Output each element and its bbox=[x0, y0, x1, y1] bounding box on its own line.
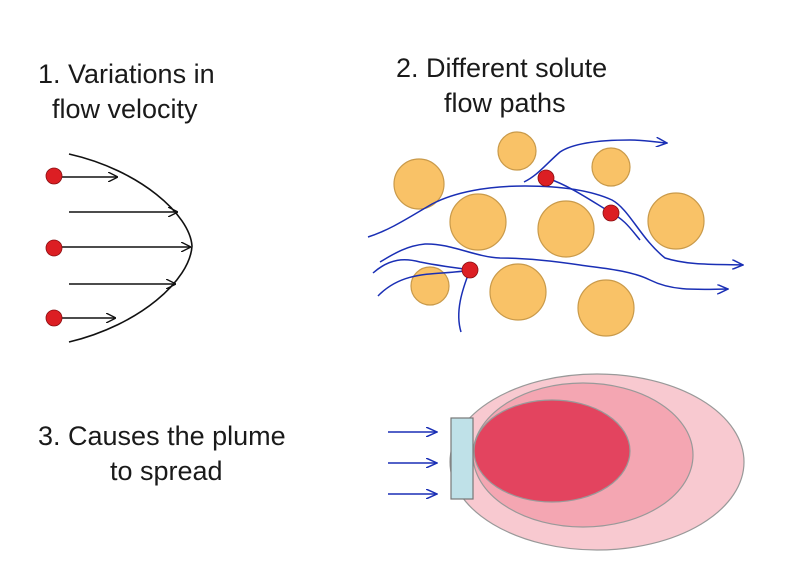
flow-path bbox=[372, 259, 471, 274]
flow-path bbox=[377, 269, 471, 297]
panel2-title-line2: flow paths bbox=[444, 88, 566, 118]
plume-spread-panel: 3. Causes the plume to spread bbox=[38, 373, 745, 551]
velocity-profile-panel: 1. Variations in flow velocity bbox=[38, 59, 215, 343]
velocity-profile-curve bbox=[68, 153, 193, 343]
soil-grain bbox=[577, 279, 635, 337]
contaminant-source-box bbox=[450, 417, 474, 500]
solute-particle bbox=[537, 169, 555, 187]
soil-grain bbox=[647, 192, 705, 250]
solute-particle bbox=[45, 239, 63, 257]
soil-grain bbox=[489, 263, 547, 321]
panel1-title-line2: flow velocity bbox=[52, 94, 198, 124]
plume-core-zone bbox=[473, 399, 631, 503]
soil-grain bbox=[591, 147, 631, 187]
solute-particle bbox=[45, 309, 63, 327]
flow-path bbox=[458, 269, 471, 333]
solute-flow-paths-panel: 2. Different solute flow paths bbox=[367, 53, 743, 337]
flow-path-arrow bbox=[523, 140, 667, 183]
soil-grain bbox=[537, 200, 595, 258]
solute-particle bbox=[461, 261, 479, 279]
soil-grain bbox=[393, 158, 445, 210]
soil-grain bbox=[449, 193, 507, 251]
panel2-title-line1: 2. Different solute bbox=[396, 53, 607, 83]
soil-grain bbox=[497, 131, 537, 171]
panel3-title-line1: 3. Causes the plume bbox=[38, 421, 286, 451]
solute-particle bbox=[45, 167, 63, 185]
flow-path-arrow bbox=[379, 243, 728, 289]
panel1-title-line1: 1. Variations in bbox=[38, 59, 215, 89]
soil-grain bbox=[410, 266, 450, 306]
solute-particle bbox=[602, 204, 620, 222]
panel3-title-line2: to spread bbox=[110, 456, 223, 486]
